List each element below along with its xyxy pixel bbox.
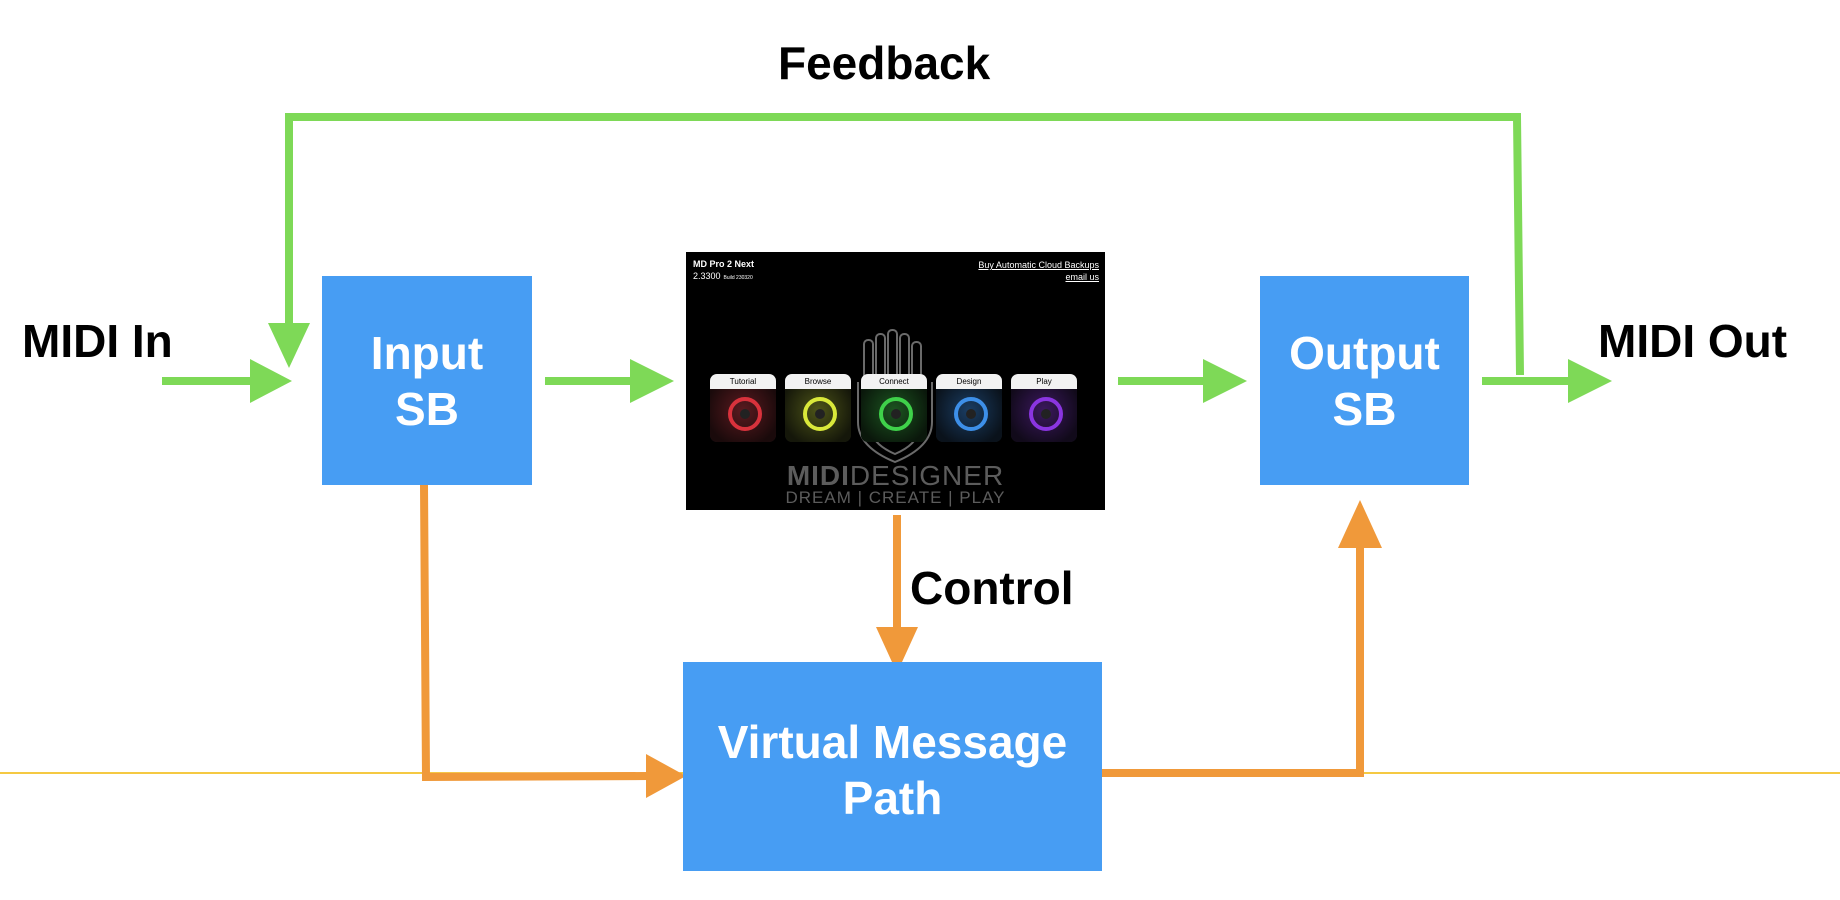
tile-play[interactable]: Play — [1011, 374, 1077, 442]
tile-browse-art — [785, 389, 851, 442]
app-to-output-arrowhead — [1203, 359, 1247, 403]
virtual-message-path-line1: Virtual Message — [717, 715, 1068, 768]
virtual-message-path-line2: Path — [842, 771, 943, 824]
app-build: Build 230320 — [723, 275, 753, 281]
play-dial-icon — [1029, 397, 1063, 431]
tile-connect[interactable]: Connect — [861, 374, 927, 442]
midi-in-arrowhead — [250, 359, 292, 403]
brand-logo: MIDIDESIGNER — [686, 460, 1105, 492]
brand-bold: MIDI — [786, 460, 850, 491]
feedback-arrow — [285, 113, 1524, 376]
email-link[interactable]: email us — [1065, 272, 1099, 282]
input-to-virtual-arrowhead — [646, 754, 686, 798]
brand-thin: DESIGNER — [849, 460, 1005, 491]
virtual-message-path-box: Virtual Message Path — [683, 662, 1102, 871]
tutorial-dial-icon — [728, 397, 762, 431]
tile-tutorial-art — [710, 389, 776, 442]
tile-connect-label: Connect — [861, 374, 927, 389]
input-to-virtual-arrow — [420, 484, 651, 782]
input-sb-line1: Input — [370, 326, 484, 379]
control-label: Control — [910, 562, 1074, 614]
output-sb-box: Output SB — [1260, 276, 1469, 485]
tile-play-label: Play — [1011, 374, 1077, 389]
design-dial-icon — [954, 397, 988, 431]
tile-browse-label: Browse — [785, 374, 851, 389]
input-sb-box: Input SB — [322, 276, 532, 485]
tile-tutorial-label: Tutorial — [710, 374, 776, 389]
midi-out-arrowhead — [1568, 359, 1612, 403]
app-version-number: 2.3300 — [693, 271, 721, 281]
midi-out-label: MIDI Out — [1598, 315, 1788, 367]
output-sb-line2: SB — [1332, 382, 1397, 435]
tile-tutorial[interactable]: Tutorial — [710, 374, 776, 442]
feedback-label: Feedback — [778, 37, 991, 89]
midi-in-label: MIDI In — [22, 315, 173, 367]
app-links: Buy Automatic Cloud Backups email us — [978, 259, 1099, 283]
virtual-to-output-arrow — [1102, 545, 1364, 777]
app-title: MD Pro 2 Next — [693, 259, 755, 269]
input-sb-line2: SB — [395, 382, 459, 435]
tile-browse[interactable]: Browse — [785, 374, 851, 442]
control-arrowhead — [876, 627, 918, 673]
input-to-app-arrowhead — [630, 359, 674, 403]
tile-design-art — [936, 389, 1002, 442]
brand-tagline: DREAM | CREATE | PLAY — [785, 488, 1006, 507]
output-sb-line1: Output — [1289, 326, 1440, 379]
browse-dial-icon — [803, 397, 837, 431]
tile-design-label: Design — [936, 374, 1002, 389]
connect-dial-icon — [879, 397, 913, 431]
backup-link[interactable]: Buy Automatic Cloud Backups — [978, 260, 1099, 270]
virtual-to-output-arrowhead — [1338, 500, 1382, 548]
tile-connect-art — [861, 389, 927, 442]
tile-play-art — [1011, 389, 1077, 442]
feedback-arrowhead — [268, 323, 310, 368]
tile-design[interactable]: Design — [936, 374, 1002, 442]
